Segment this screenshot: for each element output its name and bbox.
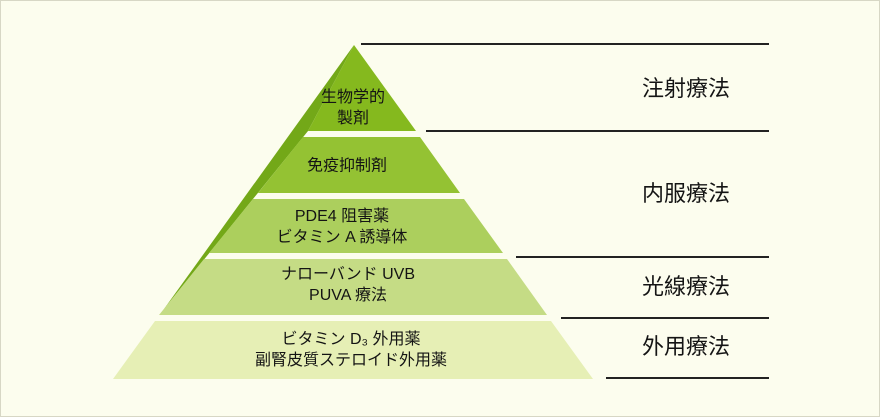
pyramid-level-4-shape bbox=[159, 259, 547, 315]
category-label-phototherapy: 光線療法 bbox=[642, 274, 731, 299]
pyramid-left-face-shape bbox=[164, 45, 354, 309]
pyramid-level-2-shape bbox=[258, 137, 460, 193]
pyramid-level-5-shape bbox=[113, 321, 593, 379]
pyramid-level-1-shape bbox=[308, 45, 416, 131]
category-label-oral-therapy: 内服療法 bbox=[642, 181, 731, 206]
pyramid-level-3-shape bbox=[209, 199, 503, 253]
category-label-injection-therapy: 注射療法 bbox=[642, 76, 731, 101]
category-label-topical-therapy: 外用療法 bbox=[642, 334, 731, 359]
